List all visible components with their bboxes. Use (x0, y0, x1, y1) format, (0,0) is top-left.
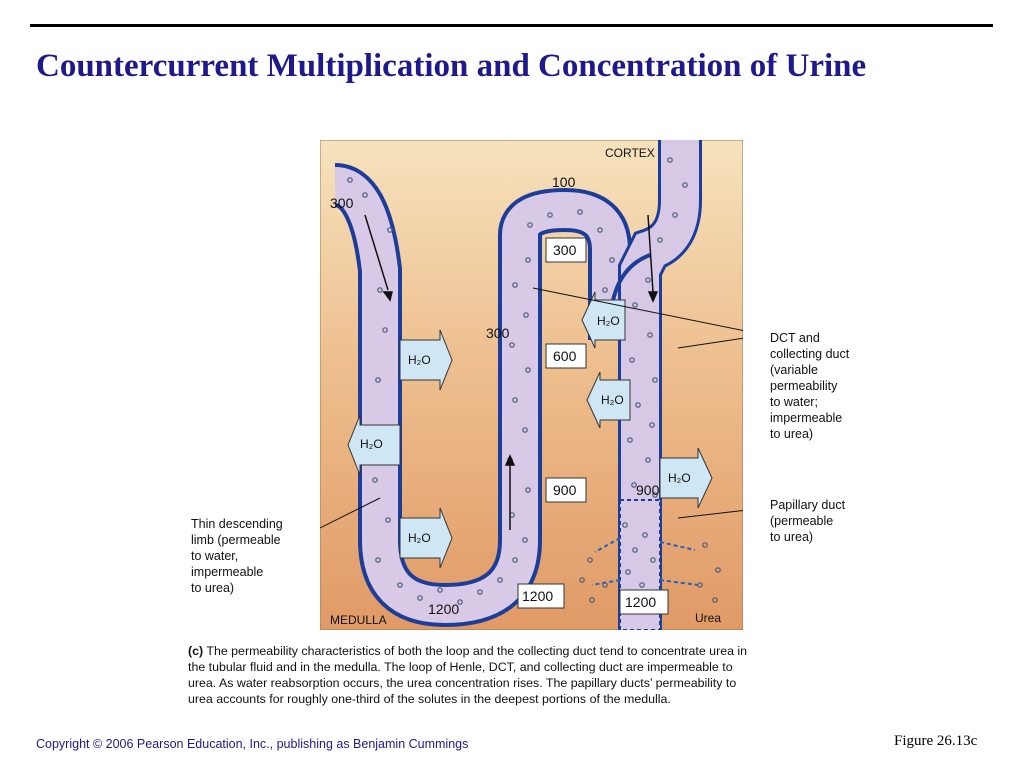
h2o-label-2: H₂O (360, 437, 383, 451)
h2o-arrow-5 (586, 371, 631, 429)
value-loop-bottom: 1200 (428, 601, 459, 617)
value-box-300: 300 (553, 242, 577, 258)
h2o-arrow-3 (399, 507, 453, 569)
h2o-label-1: H₂O (408, 353, 431, 367)
value-box-600: 600 (553, 348, 577, 364)
value-asc-300: 300 (486, 325, 510, 341)
value-desc-top: 300 (330, 195, 354, 211)
value-box-900: 900 (553, 482, 577, 498)
solute-dots (347, 157, 721, 605)
value-loop-top: 100 (552, 174, 576, 190)
h2o-arrow-1 (399, 329, 453, 391)
h2o-label-5: H₂O (601, 393, 624, 407)
medulla-label: MEDULLA (330, 613, 387, 627)
figure-number: Figure 26.13c (894, 733, 978, 749)
caption-prefix: (c) (188, 644, 204, 658)
urea-label: Urea (695, 611, 721, 625)
h2o-arrow-2 (347, 414, 401, 476)
h2o-label-4: H₂O (597, 314, 620, 328)
label-thin-descending: Thin descending limb (permeable to water… (191, 517, 283, 595)
label-dct-collecting: DCT and collecting duct (variable permea… (770, 331, 850, 441)
h2o-label-3: H₂O (408, 531, 431, 545)
top-rule (30, 24, 993, 27)
caption-text: The permeability characteristics of both… (188, 644, 748, 706)
slide-title: Countercurrent Multiplication and Concen… (36, 48, 867, 84)
h2o-arrow-4 (581, 291, 626, 349)
urea-arrows (591, 537, 699, 586)
value-box-1200-duct: 1200 (625, 594, 656, 610)
h2o-label-6: H₂O (668, 471, 691, 485)
label-papillary-duct: Papillary duct (permeable to urea) (770, 498, 846, 544)
value-box-1200-loop: 1200 (522, 588, 553, 604)
water-arrows (347, 291, 713, 569)
value-duct-900: 900 (636, 482, 660, 498)
h2o-arrow-6 (659, 447, 713, 509)
copyright-notice: Copyright © 2006 Pearson Education, Inc.… (36, 737, 469, 751)
countercurrent-diagram: 300 100 300 300 600 900 900 1200 1200 12… (320, 140, 743, 630)
leader-lines (320, 287, 743, 529)
loop-lumen (333, 170, 625, 621)
flow-arrows (364, 214, 659, 530)
cortex-label: CORTEX (605, 146, 655, 160)
figure-caption: (c) The permeability characteristics of … (188, 643, 748, 707)
